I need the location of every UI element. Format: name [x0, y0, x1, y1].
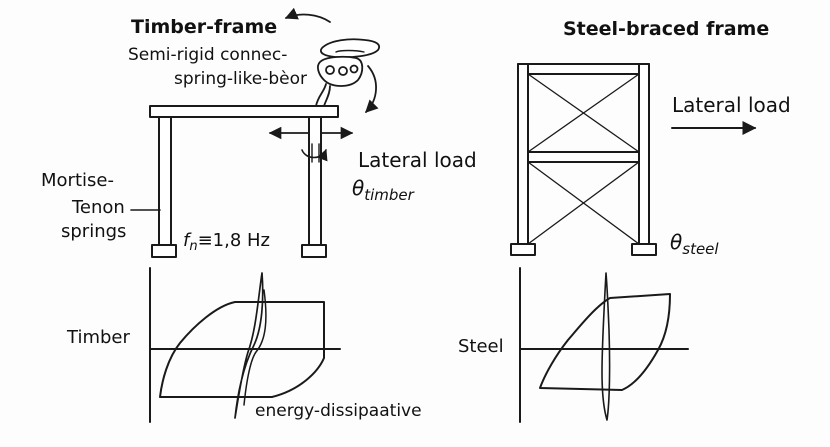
timber-hysteresis-outer-loop: [159, 301, 325, 398]
mortise-label-line2: Tenon: [72, 197, 125, 218]
timber-hysteresis-label: Timber: [67, 327, 130, 348]
timber-hysteresis-pinch-loop: [243, 289, 267, 406]
timber-base-left: [151, 244, 177, 258]
rotation-arrow-icon: [301, 148, 328, 162]
steel-frame: [510, 63, 657, 256]
timber-lateral-load-label: Lateral load: [358, 148, 477, 172]
timber-column-right: [308, 116, 322, 246]
timber-base-right: [301, 244, 327, 258]
steel-rotation-label: θsteel: [670, 230, 719, 257]
mortise-label-line1: Mortise-: [41, 170, 114, 191]
rotation-arrow-icon: [284, 7, 331, 23]
steel-base-right: [631, 243, 657, 256]
timber-hysteresis-pinch-loop: [234, 272, 264, 419]
mortise-label-line3: springs: [61, 221, 127, 242]
theta-symbol: θ: [670, 230, 683, 254]
steel-column-right: [638, 63, 650, 245]
freq-symbol: f: [183, 230, 190, 251]
freq-value: ≡1,8 Hz: [197, 230, 271, 251]
steel-beam-top: [517, 63, 650, 75]
steel-base-left: [510, 243, 536, 256]
timber-hysteresis-plot: [149, 267, 341, 423]
steel-hysteresis-label: Steel: [458, 336, 504, 357]
connector-blob-icon: [315, 38, 380, 107]
steel-hysteresis-loop: [539, 293, 671, 391]
theta-subscript: steel: [682, 240, 719, 258]
natural-frequency-label: fn≡1,8 Hz: [183, 230, 271, 254]
energy-dissipative-label: energy-dissipaative: [255, 401, 422, 421]
steel-frame-title: Steel-braced frame: [563, 18, 770, 40]
rotation-arrow-icon: [365, 65, 379, 113]
steel-hysteresis-plot: [519, 267, 689, 423]
timber-column-left: [158, 116, 172, 246]
timber-rotation-label: θtimber: [352, 176, 414, 203]
freq-subscript: n: [189, 239, 198, 254]
theta-subscript: timber: [364, 186, 414, 204]
timber-frame-title: Timber-frame: [131, 16, 278, 38]
steel-beam-mid: [517, 151, 650, 163]
steel-brace: [527, 73, 640, 153]
connection-label-line2: spring-like-bèor: [174, 69, 307, 89]
steel-column-left: [517, 63, 529, 245]
theta-symbol: θ: [352, 176, 365, 200]
steel-lateral-load-label: Lateral load: [672, 93, 791, 117]
timber-beam: [149, 105, 339, 118]
connection-label-line1: Semi-rigid connec-: [128, 45, 288, 65]
steel-brace: [527, 161, 640, 245]
steel-hysteresis-inner-loop: [601, 272, 611, 421]
